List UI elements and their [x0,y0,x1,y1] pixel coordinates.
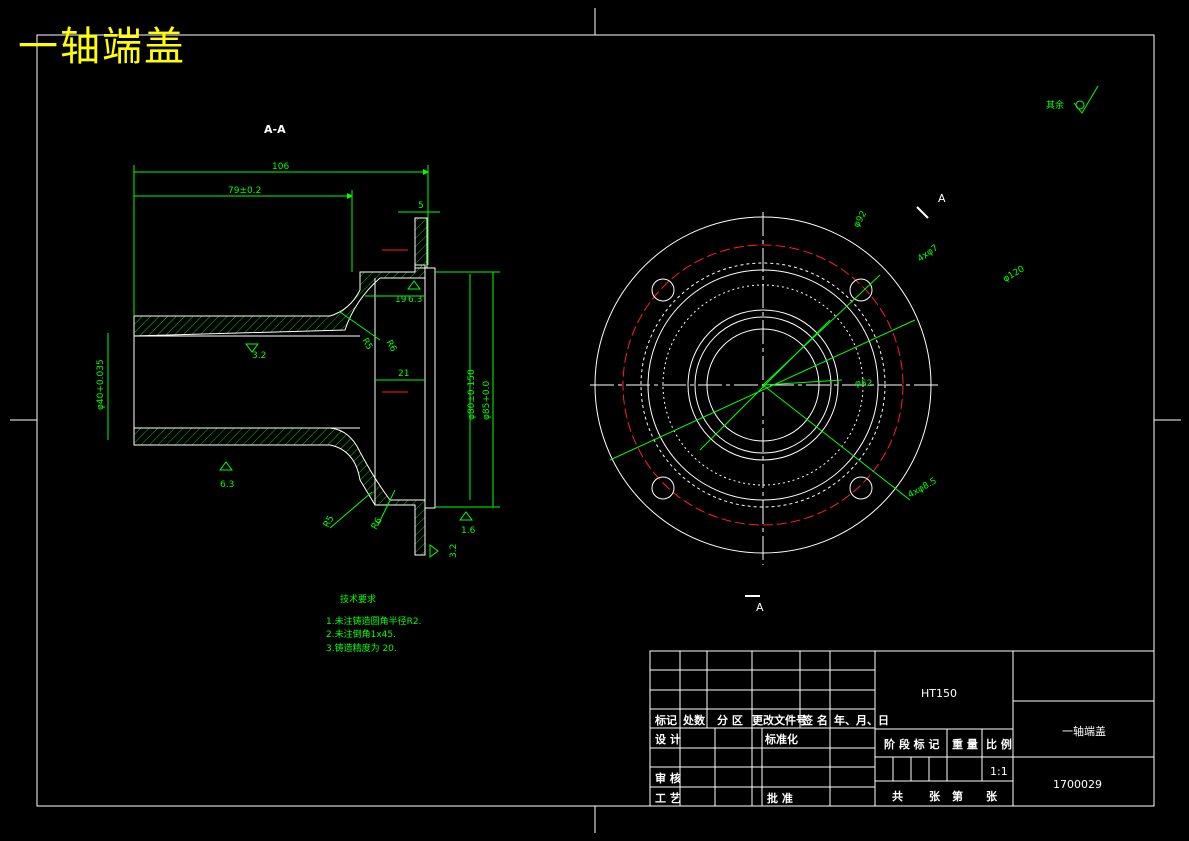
section-label: A-A [264,123,286,136]
dim-bore-dia: φ40+0.035 [96,359,106,410]
roughness-63-bottom: 6.3 [220,480,234,490]
dim-r6-bottom: R6 [370,516,385,532]
rev-header-zone: 分 区 [717,713,743,727]
roughness-32-side: 3.2 [449,544,459,558]
dim-r5-bottom: R5 [322,514,337,529]
roughness-16: 1.6 [461,526,476,536]
title-block-texts: HT150 一轴端盖 1700029 1:1 标记 处数 分 区 更改文件号 签… [654,687,1106,805]
scale: 比 例 [986,737,1012,751]
rev-header-date: 年、月、日 [834,713,889,727]
roughness-other-label: 其余 [1046,99,1064,111]
section-dim-texts: 106 79±0.2 5 19 21 φ40+0.035 φ80±0.150 φ… [96,162,492,532]
role-review: 审 核 [655,771,681,785]
dim-19: 19 [395,295,407,305]
roughness-32-top: 3.2 [252,351,266,361]
dim-dia-92: φ92 [852,209,869,229]
rev-header-mark: 标记 [654,713,677,727]
dim-overall-length: 106 [272,162,289,172]
tech-requirements: 技术要求 1.未注铸造圆角半径R2. 2.未注倒角1x45. 3.铸造精度为 2… [326,593,421,654]
dim-dia-85: φ85+0.0 [482,380,492,420]
section-arrow-bottom: A [756,601,764,614]
roughness-symbols: 3.2 6.3 6.3 1.6 3.2 [219,280,476,558]
tech-req-item-3: 3.铸造精度为 20. [326,642,397,654]
sheet-unit: 张 [986,789,998,803]
role-design: 设 计 [655,732,681,746]
part-name: 一轴端盖 [1062,724,1106,738]
dim-21: 21 [398,369,409,379]
inner-border [36,34,1155,807]
dim-dia-120: φ120 [1002,264,1027,284]
dim-length-79: 79±0.2 [228,186,261,196]
tech-req-item-1: 1.未注铸造圆角半径R2. [326,615,421,627]
section-part [133,217,436,556]
tech-req-heading: 技术要求 [340,593,376,605]
role-standard: 标准化 [764,732,798,746]
sheets: 张 [929,789,941,803]
stage-mark: 阶 段 标 记 [884,737,940,751]
roughness-other: 其余 [1046,85,1099,114]
dim-r6-top: R6 [383,339,398,355]
section-arrow-top: A [938,192,946,205]
dim-flange-5: 5 [418,201,424,211]
rev-header-doc: 更改文件号 [752,713,807,727]
drawing-number: 1700029 [1053,778,1102,791]
front-view [590,206,938,597]
title-banner: 一轴端盖 [18,24,186,70]
role-approve: 批 准 [767,791,793,805]
roughness-63-flange: 6.3 [408,295,422,305]
dim-dia-52: φ52 [855,379,872,389]
dim-dia-80: φ80±0.150 [467,369,477,420]
sheet-no: 第 [952,789,963,803]
weight: 重 量 [952,737,978,751]
title-block [649,650,1155,807]
role-process: 工 艺 [655,791,681,805]
scale-value: 1:1 [990,765,1008,778]
rev-header-count: 处数 [682,713,706,727]
section-dimensions [107,165,500,529]
rev-header-sign: 签 名 [801,713,828,727]
material: HT150 [921,687,957,700]
dim-holes-a: 4xφ7 [916,243,940,264]
dim-holes-b: 4xφ8.5 [907,476,939,500]
total: 共 [892,789,903,803]
tech-req-item-2: 2.未注倒角1x45. [326,628,396,640]
front-dim-texts: φ92 4xφ7 φ120 φ52 4xφ8.5 A A [756,192,1027,614]
dim-r5-top: R5 [359,337,374,352]
